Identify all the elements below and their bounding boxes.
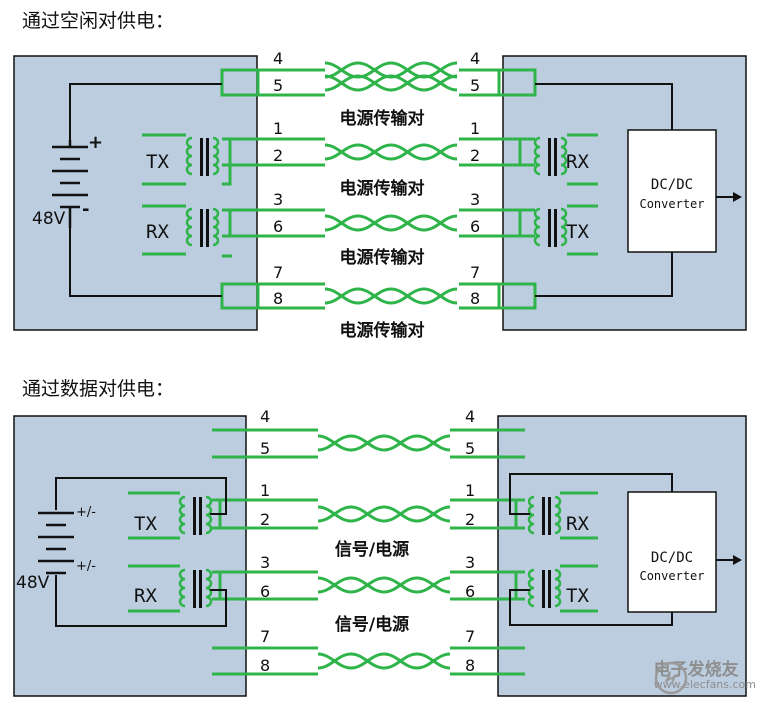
top-voltage-label: 48V (32, 209, 66, 229)
top-left-box (13, 55, 258, 331)
bottom-left-pin: 5 (260, 439, 270, 458)
bottom-twist-pair-36 (316, 576, 452, 594)
bottom-left-rx-label: RX (134, 585, 157, 607)
top-battery-icon (52, 140, 88, 228)
bottom-left-pin-numbers: 4 5 1 2 3 6 7 8 (260, 407, 270, 675)
top-right-tx-transformer-icon (533, 207, 568, 247)
bottom-left-tx-transformer-icon (178, 495, 213, 535)
top-right-pin: 7 (470, 263, 480, 282)
top-left-pin: 4 (273, 49, 283, 68)
top-left-tx-label: TX (146, 151, 169, 173)
bottom-left-tx-label: TX (134, 513, 157, 535)
bottom-battery-plus-minus: +/- (76, 559, 96, 574)
bottom-output-arrow-icon (733, 555, 742, 565)
bottom-left-pin: 6 (260, 582, 270, 601)
bottom-battery-icon (38, 511, 74, 575)
top-battery-plus: + (88, 132, 103, 153)
top-pair-label: 电源传输对 (340, 320, 425, 341)
bottom-pair-label: 信号/电源 (335, 614, 409, 635)
bottom-left-power-wiring (55, 477, 227, 627)
bottom-left-pin: 4 (260, 407, 270, 426)
bottom-twist-pair-45 (316, 434, 452, 452)
top-right-rx-label: RX (566, 151, 589, 173)
bottom-converter-line1: DC/DC (651, 550, 693, 566)
top-left-pin: 8 (273, 289, 283, 308)
top-right-pin: 2 (470, 146, 480, 165)
bottom-dcdc-converter (627, 491, 717, 613)
watermark: 电子发烧友 www.elecfans.com (653, 660, 756, 695)
bottom-wires (128, 428, 598, 676)
top-right-pin-numbers: 4 5 1 2 3 6 7 8 (470, 49, 480, 308)
top-wires (142, 68, 598, 310)
bottom-left-pin: 7 (260, 627, 270, 646)
top-right-tx-label: TX (566, 221, 589, 243)
top-right-power-wiring (535, 83, 733, 297)
top-left-power-wiring (69, 83, 222, 297)
top-left-pin-numbers: 4 5 1 2 3 6 7 8 (273, 49, 283, 308)
bottom-left-box (13, 415, 247, 697)
bottom-twist-pair-78 (316, 652, 452, 670)
bottom-left-pin: 1 (260, 481, 270, 500)
top-right-pin: 4 (470, 49, 480, 68)
bottom-twist-pair-12 (316, 505, 452, 523)
bottom-right-rx-transformer-icon (527, 495, 562, 535)
top-left-pin: 1 (273, 119, 283, 138)
bottom-right-pin: 7 (465, 627, 475, 646)
top-battery-minus: - (82, 199, 89, 220)
top-left-tx-transformer-icon (185, 136, 220, 176)
bottom-left-rx-transformer-icon (178, 568, 213, 608)
bottom-converter-line2: Converter (639, 569, 704, 583)
watermark-url: www.elecfans.com (653, 678, 756, 691)
top-right-pin: 6 (470, 217, 480, 236)
bottom-right-pin: 6 (465, 582, 475, 601)
bottom-right-rx-label: RX (566, 513, 589, 535)
top-diagram: + - 48V DC/DC Converter TX RX RX TX 4 5 … (13, 49, 747, 341)
bottom-diagram: +/- +/- 48V DC/DC Converter TX RX RX TX … (13, 407, 747, 697)
bottom-diagram-title: 通过数据对供电： (22, 378, 175, 400)
bottom-right-pin-numbers: 4 5 1 2 3 6 7 8 (465, 407, 475, 675)
bottom-left-pin: 8 (260, 656, 270, 675)
top-converter-line2: Converter (639, 197, 704, 211)
top-pair-label: 电源传输对 (340, 247, 425, 268)
bottom-right-pin: 3 (465, 553, 475, 572)
top-right-pin: 8 (470, 289, 480, 308)
bottom-pair-label: 信号/电源 (335, 539, 409, 560)
bottom-voltage-label: 48V (16, 573, 50, 593)
top-pair-label: 电源传输对 (340, 108, 425, 129)
top-right-pin: 5 (470, 76, 480, 95)
top-left-rx-transformer-icon (185, 207, 220, 247)
top-converter-line1: DC/DC (651, 177, 693, 193)
bottom-right-pin: 1 (465, 481, 475, 500)
top-diagram-title: 通过空闲对供电： (22, 10, 175, 32)
top-twist-pair-78 (323, 287, 459, 305)
top-pair-label: 电源传输对 (340, 178, 425, 199)
top-right-pin: 1 (470, 119, 480, 138)
bottom-right-tx-transformer-icon (527, 568, 562, 608)
bottom-battery-plus-minus: +/- (76, 505, 96, 520)
top-dcdc-converter (627, 129, 717, 253)
top-right-rx-transformer-icon (533, 136, 568, 176)
top-left-pin: 7 (273, 263, 283, 282)
elecfans-logo-icon (654, 661, 687, 695)
bottom-right-pin: 8 (465, 656, 475, 675)
top-left-pin: 6 (273, 217, 283, 236)
watermark-name: 电子发烧友 (653, 660, 739, 680)
bottom-right-power-wiring (509, 473, 733, 626)
top-left-pin: 5 (273, 76, 283, 95)
top-output-arrow-icon (733, 192, 742, 202)
bottom-left-pin: 2 (260, 510, 270, 529)
top-twist-pair-36 (323, 214, 459, 232)
top-right-pin: 3 (470, 190, 480, 209)
top-left-pin: 3 (273, 190, 283, 209)
top-left-rx-label: RX (146, 221, 169, 243)
top-left-pin: 2 (273, 146, 283, 165)
top-twist-pair-12 (323, 143, 459, 161)
bottom-right-pin: 4 (465, 407, 475, 426)
bottom-right-pin: 2 (465, 510, 475, 529)
bottom-right-tx-label: TX (566, 585, 589, 607)
bottom-right-pin: 5 (465, 439, 475, 458)
bottom-left-pin: 3 (260, 553, 270, 572)
